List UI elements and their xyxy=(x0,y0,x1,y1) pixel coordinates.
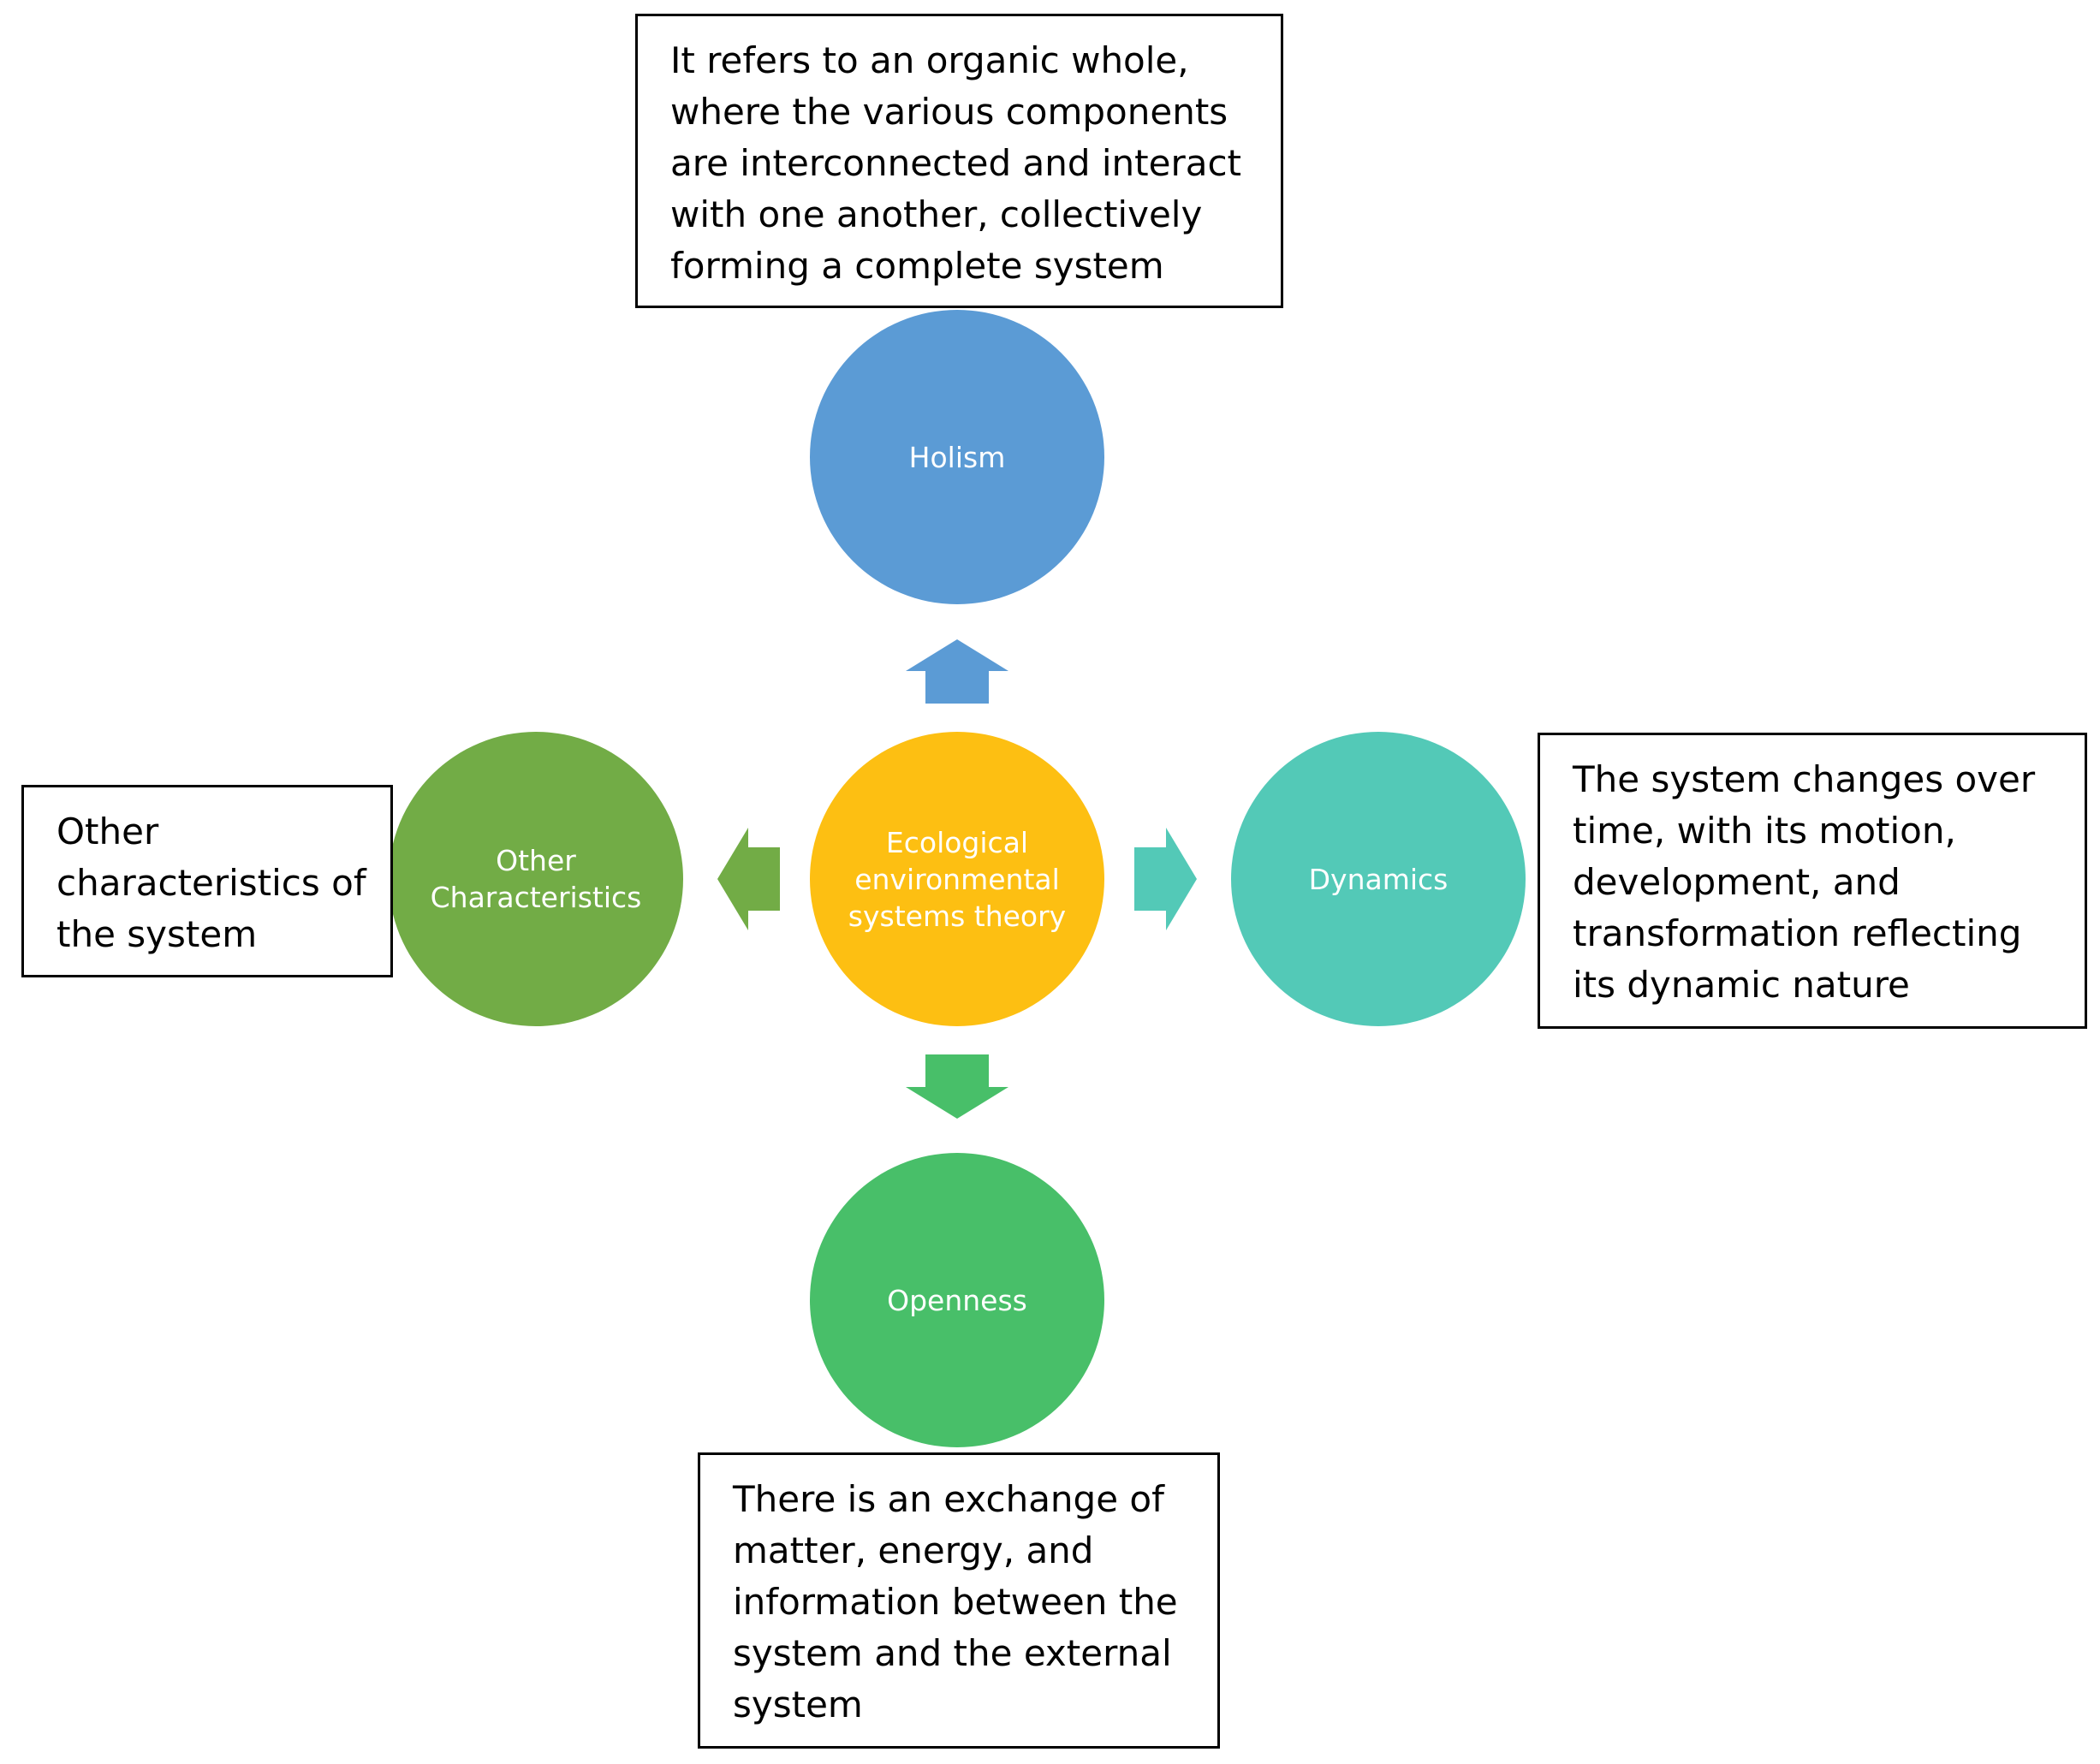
openness-description-box: There is an exchange of matter, energy, … xyxy=(698,1452,1220,1749)
openness-node-label: Openness xyxy=(887,1283,1027,1317)
holism-node-circle xyxy=(810,310,1104,604)
openness-node-circle xyxy=(810,1153,1104,1447)
holism-description-box: It refers to an organic whole, where the… xyxy=(635,14,1283,308)
dynamics-node-label: Dynamics xyxy=(1308,862,1449,896)
other-characteristics-description-box: Other characteristics of the system xyxy=(21,785,393,977)
arrow-right-to-dynamics xyxy=(1134,828,1197,930)
center-node-label: Ecological environmental systems theory xyxy=(848,825,1067,933)
holism-node-label: Holism xyxy=(908,440,1006,474)
center-node-circle xyxy=(810,732,1104,1026)
arrow-left-to-other xyxy=(717,828,780,930)
other-characteristics-node-circle xyxy=(389,732,683,1026)
arrow-down-to-openness xyxy=(906,1054,1008,1119)
dynamics-node-circle xyxy=(1231,732,1526,1026)
other-characteristics-node-label: Other Characteristics xyxy=(430,844,642,914)
dynamics-description-box: The system changes over time, with its m… xyxy=(1538,733,2087,1029)
arrow-up-to-holism xyxy=(906,639,1008,704)
